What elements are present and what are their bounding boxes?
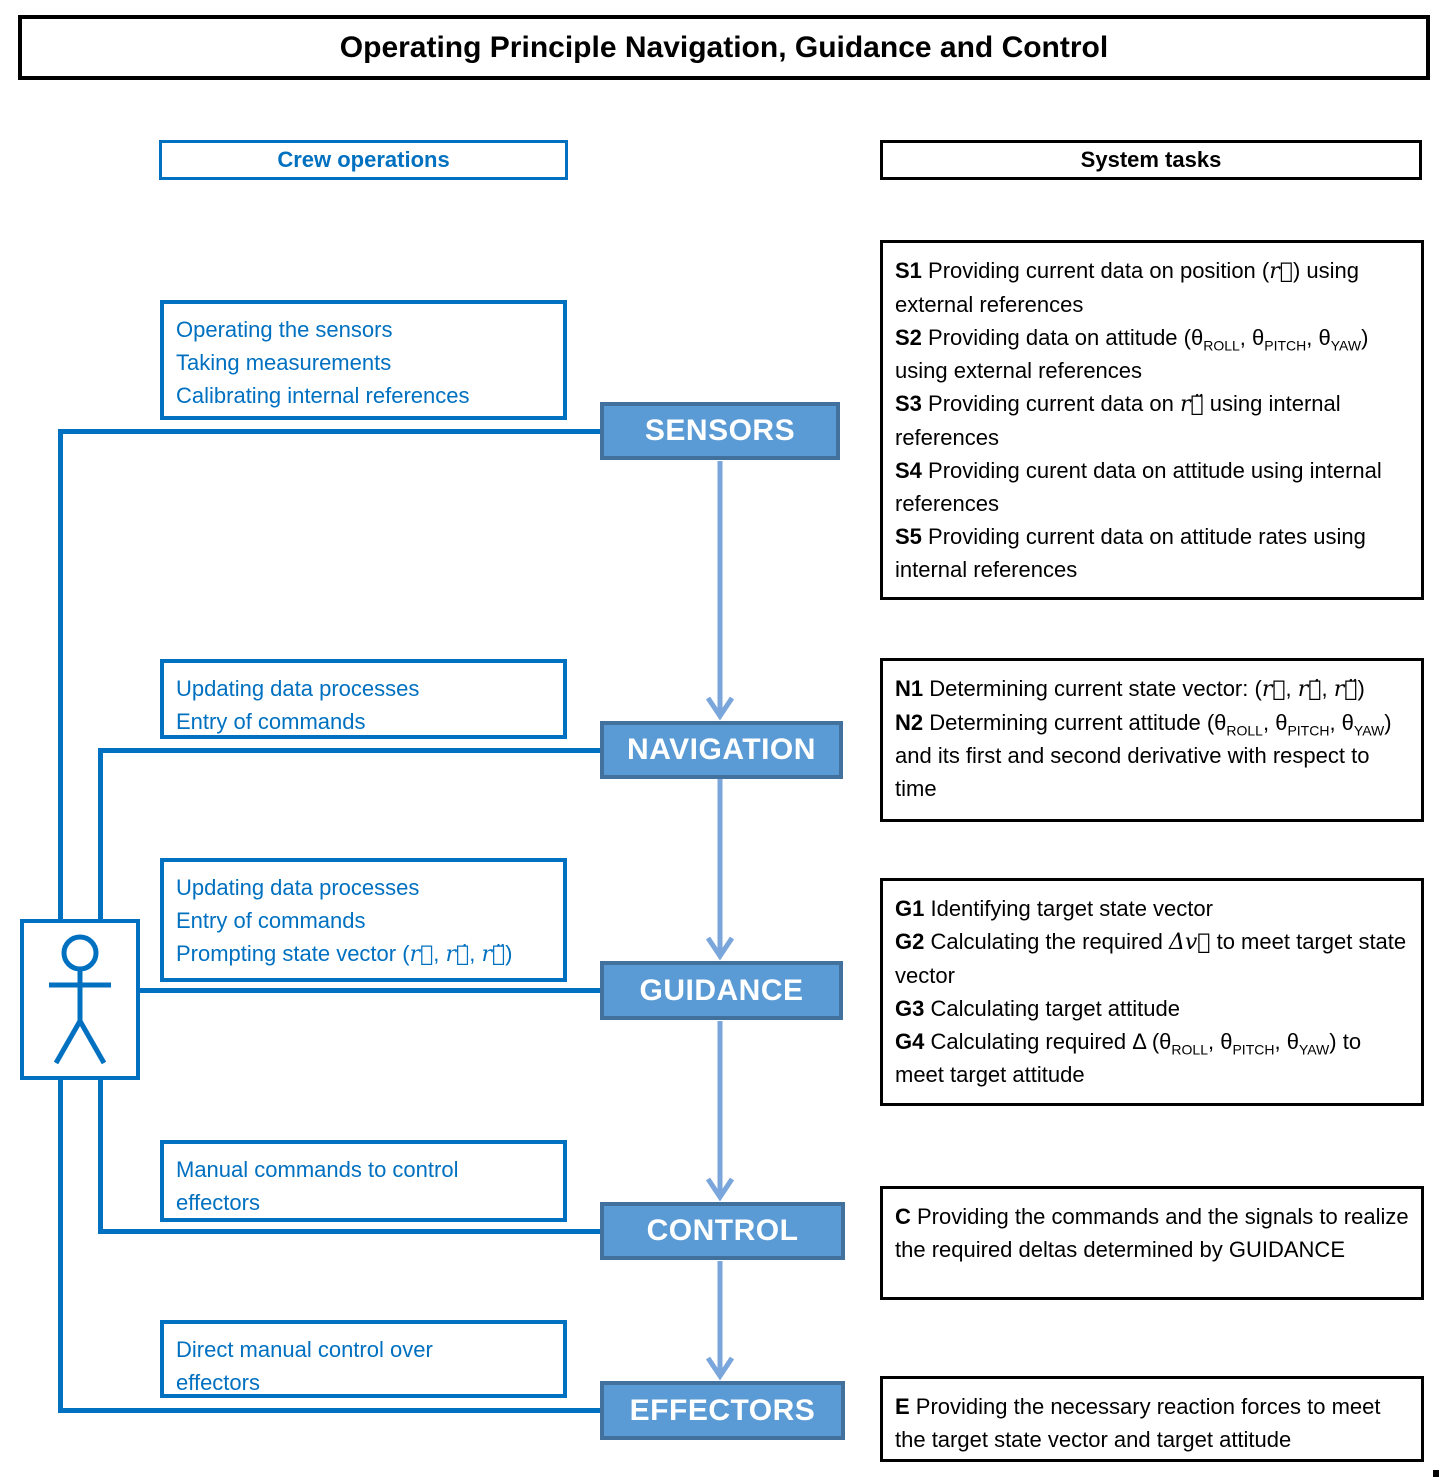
flow-node-guidance: GUIDANCE bbox=[600, 961, 843, 1020]
text-line: Direct manual control over bbox=[176, 1337, 433, 1362]
crew-box-effectors: Direct manual control over effectors bbox=[160, 1320, 567, 1398]
text-line: S1 Providing current data on position (r… bbox=[895, 258, 1359, 317]
stick-figure-icon bbox=[49, 934, 111, 1065]
text-line: effectors bbox=[176, 1190, 260, 1215]
text-line: E Providing the necessary reaction force… bbox=[895, 1394, 1381, 1452]
header-crew-operations: Crew operations bbox=[159, 140, 568, 180]
crew-member-box bbox=[20, 919, 140, 1080]
connector-person-to-control bbox=[98, 1229, 600, 1234]
text-line: Taking measurements bbox=[176, 350, 392, 375]
connector-vertical-inner-top bbox=[98, 748, 103, 924]
task-box-sensors: S1 Providing current data on position (r… bbox=[880, 240, 1424, 600]
arrow-control-to-effectors bbox=[705, 1261, 735, 1381]
task-box-navigation: N1 Determining current state vector: (r⃗… bbox=[880, 658, 1424, 822]
text-line: effectors bbox=[176, 1370, 260, 1395]
text-line: N2 Determining current attitude (θROLL, … bbox=[895, 710, 1392, 801]
connector-person-to-navigation bbox=[98, 748, 600, 753]
text-line: S3 Providing current data on r⃗̈ using i… bbox=[895, 391, 1341, 450]
arrow-sensors-to-navigation bbox=[705, 461, 735, 721]
page-title: Operating Principle Navigation, Guidance… bbox=[18, 15, 1430, 80]
flow-node-effectors: EFFECTORS bbox=[600, 1381, 845, 1440]
text-line: G3 Calculating target attitude bbox=[895, 996, 1180, 1021]
text-line: G2 Calculating the required Δv⃗ to meet … bbox=[895, 929, 1407, 988]
arrow-guidance-to-control bbox=[705, 1021, 735, 1202]
connector-person-to-sensors bbox=[58, 429, 600, 434]
text-line: Entry of commands bbox=[176, 908, 366, 933]
text-line: G4 Calculating required Δ (θROLL, θPITCH… bbox=[895, 1029, 1362, 1087]
connector-person-to-guidance bbox=[140, 988, 600, 993]
artifact-dot bbox=[1433, 1470, 1439, 1477]
text-line: Calibrating internal references bbox=[176, 383, 470, 408]
text-line: S4 Providing curent data on attitude usi… bbox=[895, 458, 1382, 516]
text-line: Entry of commands bbox=[176, 709, 366, 734]
crew-box-control: Manual commands to control effectors bbox=[160, 1140, 567, 1222]
arrow-navigation-to-guidance bbox=[705, 779, 735, 961]
connector-person-to-effectors bbox=[58, 1408, 600, 1413]
flow-node-sensors: SENSORS bbox=[600, 402, 840, 460]
connector-vertical-outer-top bbox=[58, 429, 63, 924]
text-line: Manual commands to control bbox=[176, 1157, 459, 1182]
header-system-tasks: System tasks bbox=[880, 140, 1422, 180]
text-line: G1 Identifying target state vector bbox=[895, 896, 1213, 921]
text-line: S2 Providing data on attitude (θROLL, θP… bbox=[895, 325, 1369, 383]
task-box-guidance: G1 Identifying target state vector G2 Cal… bbox=[880, 878, 1424, 1106]
flow-node-navigation: NAVIGATION bbox=[600, 721, 843, 779]
flow-node-control: CONTROL bbox=[600, 1202, 845, 1260]
text-line: S5 Providing current data on attitude ra… bbox=[895, 524, 1366, 582]
text-line: Prompting state vector (r⃗, r⃗̇, r⃗̈) bbox=[176, 941, 513, 967]
text-line: Operating the sensors bbox=[176, 317, 393, 342]
task-box-effectors: E Providing the necessary reaction force… bbox=[880, 1376, 1424, 1462]
text-line: Updating data processes bbox=[176, 875, 420, 900]
text-line: Updating data processes bbox=[176, 676, 420, 701]
text-line: C Providing the commands and the signals… bbox=[895, 1204, 1409, 1262]
connector-vertical-outer-bottom bbox=[58, 1076, 63, 1413]
connector-vertical-inner-bottom bbox=[98, 1076, 103, 1234]
task-box-control: C Providing the commands and the signals… bbox=[880, 1186, 1424, 1300]
text-line: N1 Determining current state vector: (r⃗… bbox=[895, 676, 1365, 702]
